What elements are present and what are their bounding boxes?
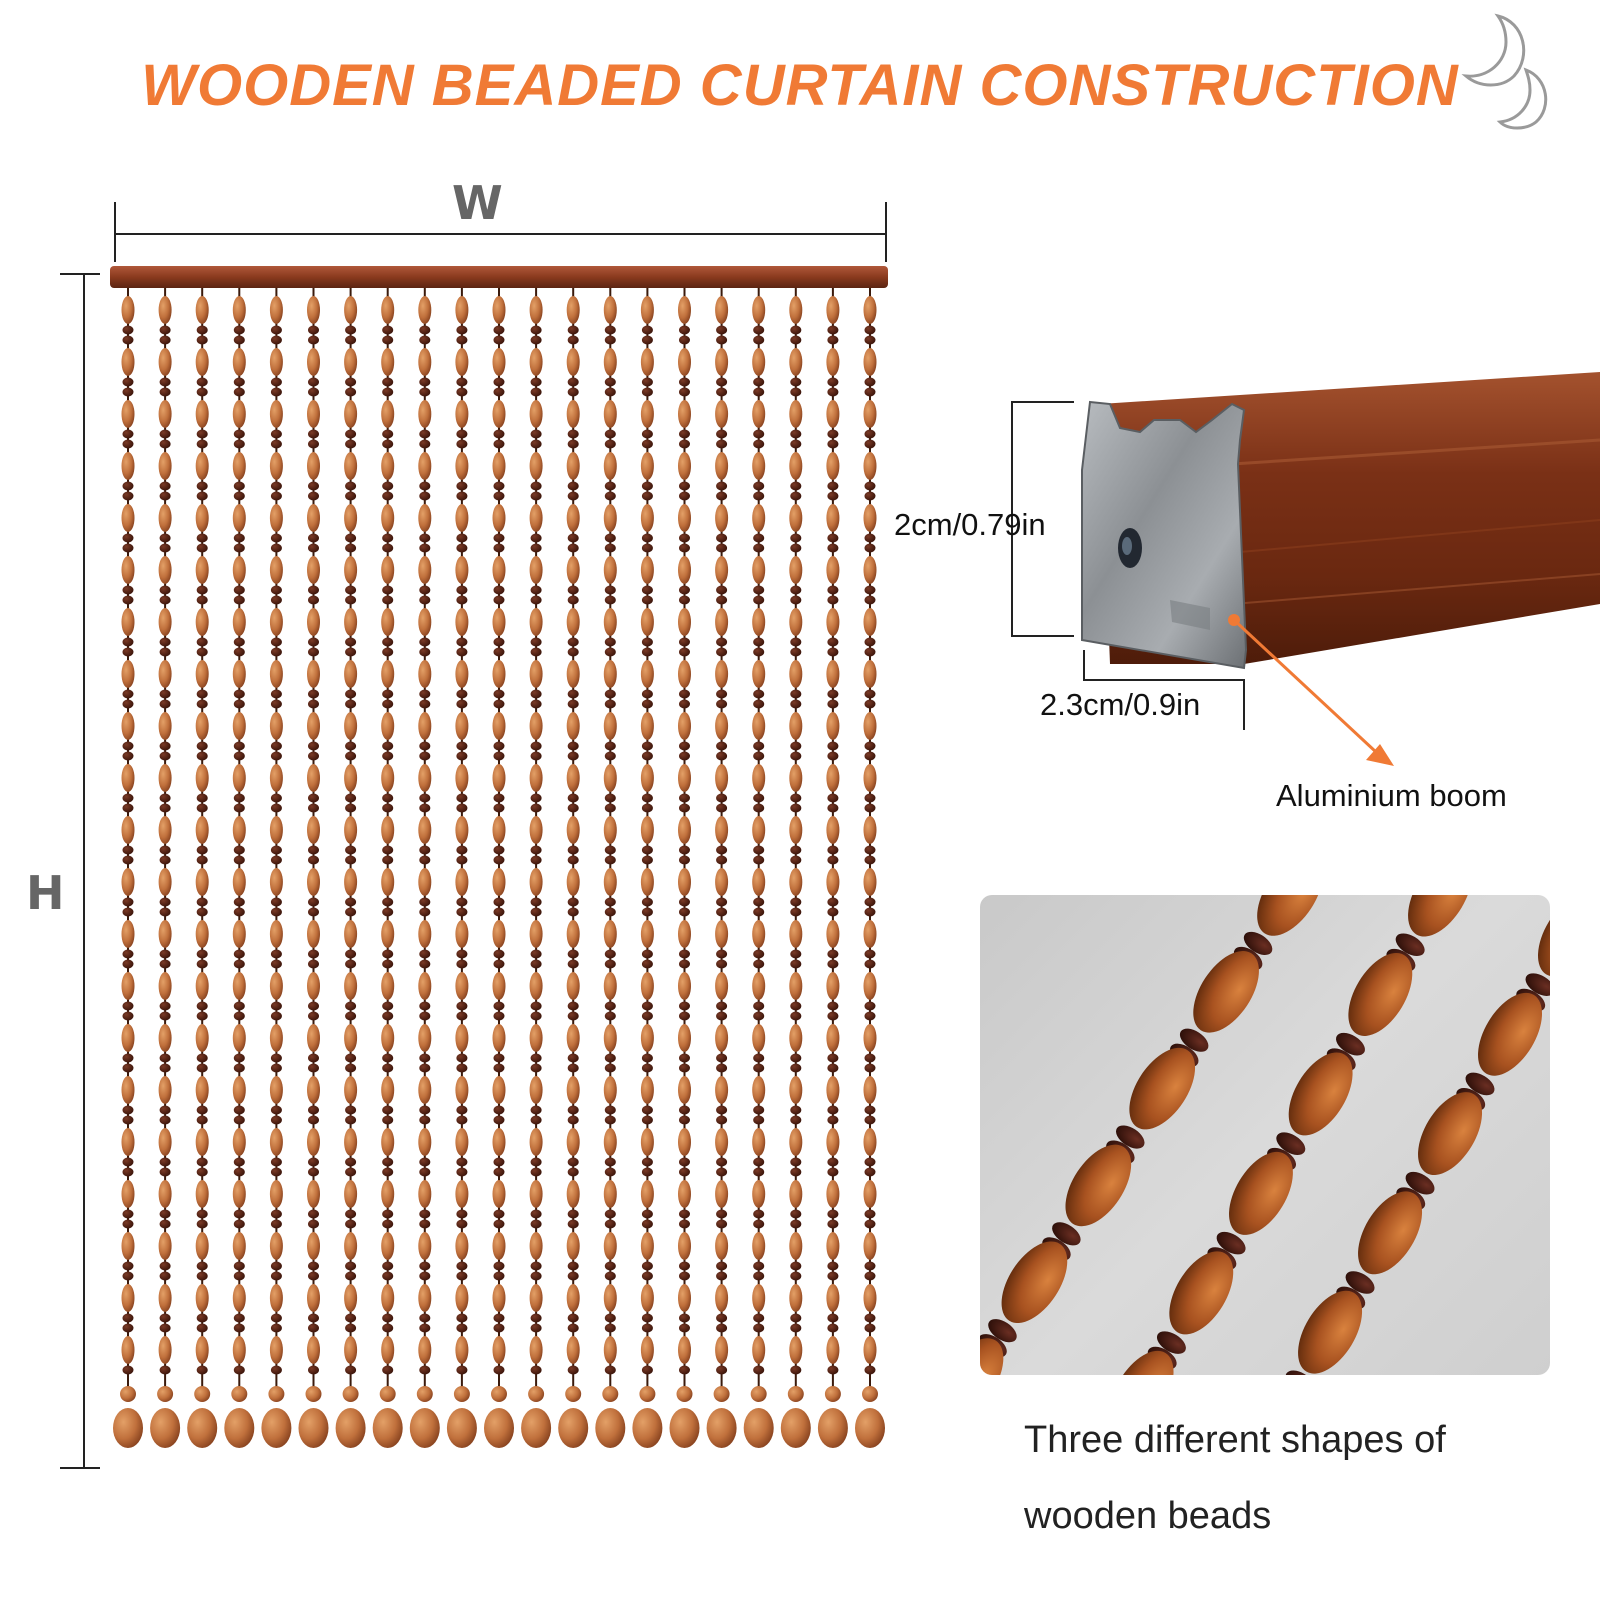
- bead-strand: [372, 288, 403, 1448]
- closeup-bead-strand: [980, 895, 1323, 1375]
- bead-strand: [632, 288, 663, 1448]
- boom-height-label: 2cm/0.79in: [894, 507, 1046, 542]
- bead-strand: [261, 288, 292, 1448]
- width-dimension-line: [114, 202, 887, 262]
- bead-strand: [595, 288, 626, 1448]
- boom-pointer-arrow: [1228, 614, 1394, 766]
- bead-strand: [224, 288, 255, 1448]
- closeup-bead-strand: [1109, 895, 1472, 1375]
- page-title: WOODEN BEADED CURTAIN CONSTRUCTION: [141, 53, 1459, 118]
- boom-height-bracket: [1011, 401, 1074, 637]
- bead-strand: [817, 288, 848, 1448]
- bead-strand: [558, 288, 589, 1448]
- bead-strand: [335, 288, 366, 1448]
- aluminium-boom-label: Aluminium boom: [1276, 778, 1507, 813]
- bead-strand: [298, 288, 329, 1448]
- bead-strand: [743, 288, 774, 1448]
- height-dimension-label: H: [26, 866, 65, 920]
- bead-strand: [446, 288, 477, 1448]
- height-dimension-line: [60, 273, 100, 1469]
- bead-strands: [113, 288, 885, 1448]
- bead-strand: [187, 288, 218, 1448]
- bead-strand: [521, 288, 552, 1448]
- bead-strand: [780, 288, 811, 1448]
- bead-caption: Three different shapes of wooden beads: [1024, 1402, 1564, 1554]
- bead-strand: [855, 288, 885, 1448]
- bead-strand: [706, 288, 737, 1448]
- curtain-rod: [110, 266, 888, 288]
- bead-closeup-photo: [980, 895, 1550, 1375]
- crescent-moon-icon: [1461, 13, 1548, 130]
- bead-strand: [113, 288, 143, 1448]
- width-dimension-label: W: [452, 176, 503, 230]
- bead-caption-line1: Three different shapes of: [1024, 1419, 1446, 1461]
- boom-width-label: 2.3cm/0.9in: [1040, 687, 1201, 722]
- bead-strand: [150, 288, 181, 1448]
- aluminium-boom-illustration: [1081, 372, 1600, 670]
- bead-caption-line2: wooden beads: [1024, 1495, 1272, 1537]
- bead-strand: [669, 288, 700, 1448]
- bead-strand: [484, 288, 514, 1448]
- boom-width-bracket: [1083, 650, 1245, 730]
- bead-strand: [409, 288, 440, 1448]
- closeup-bead-strand: [1285, 895, 1550, 1375]
